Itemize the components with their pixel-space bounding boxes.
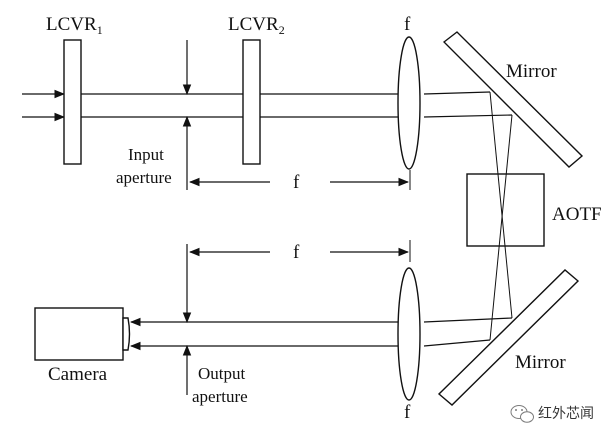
upper-mirror-label: Mirror <box>506 61 557 82</box>
lcvr1-label: LCVR1 <box>46 14 103 37</box>
watermark-text: 红外芯闻 <box>538 406 594 422</box>
upper-lens-label: f <box>404 14 411 35</box>
upper-mirror <box>442 31 584 168</box>
output-aperture-label-line2: aperture <box>192 387 248 406</box>
lower-lens <box>397 267 421 401</box>
vertical-crossing-beams <box>489 91 513 341</box>
upper-lens <box>397 36 421 170</box>
wechat-icon <box>510 405 534 423</box>
lcvr1-plate <box>63 39 82 165</box>
top-focal-label: f <box>293 172 300 193</box>
watermark: 红外芯闻 <box>510 405 594 423</box>
lower-lens-label: f <box>404 402 411 423</box>
camera <box>34 307 131 361</box>
lower-mirror <box>437 269 580 406</box>
input-aperture-label-line1: Input <box>128 145 164 164</box>
aotf-label: AOTF <box>552 204 602 225</box>
aotf-box <box>466 173 545 247</box>
lower-beam <box>129 317 513 351</box>
upper-beam <box>80 91 513 118</box>
output-aperture-label-line1: Output <box>198 364 246 383</box>
bottom-focal-dimension <box>188 240 411 262</box>
input-aperture-label-line2: aperture <box>116 168 172 187</box>
lower-mirror-label: Mirror <box>515 352 566 373</box>
bottom-focal-label: f <box>293 242 300 263</box>
top-focal-dimension <box>188 170 411 190</box>
input-beam-arrows <box>22 89 66 122</box>
camera-label: Camera <box>48 364 108 385</box>
lcvr2-plate <box>242 39 261 165</box>
lcvr2-label: LCVR2 <box>228 14 285 37</box>
